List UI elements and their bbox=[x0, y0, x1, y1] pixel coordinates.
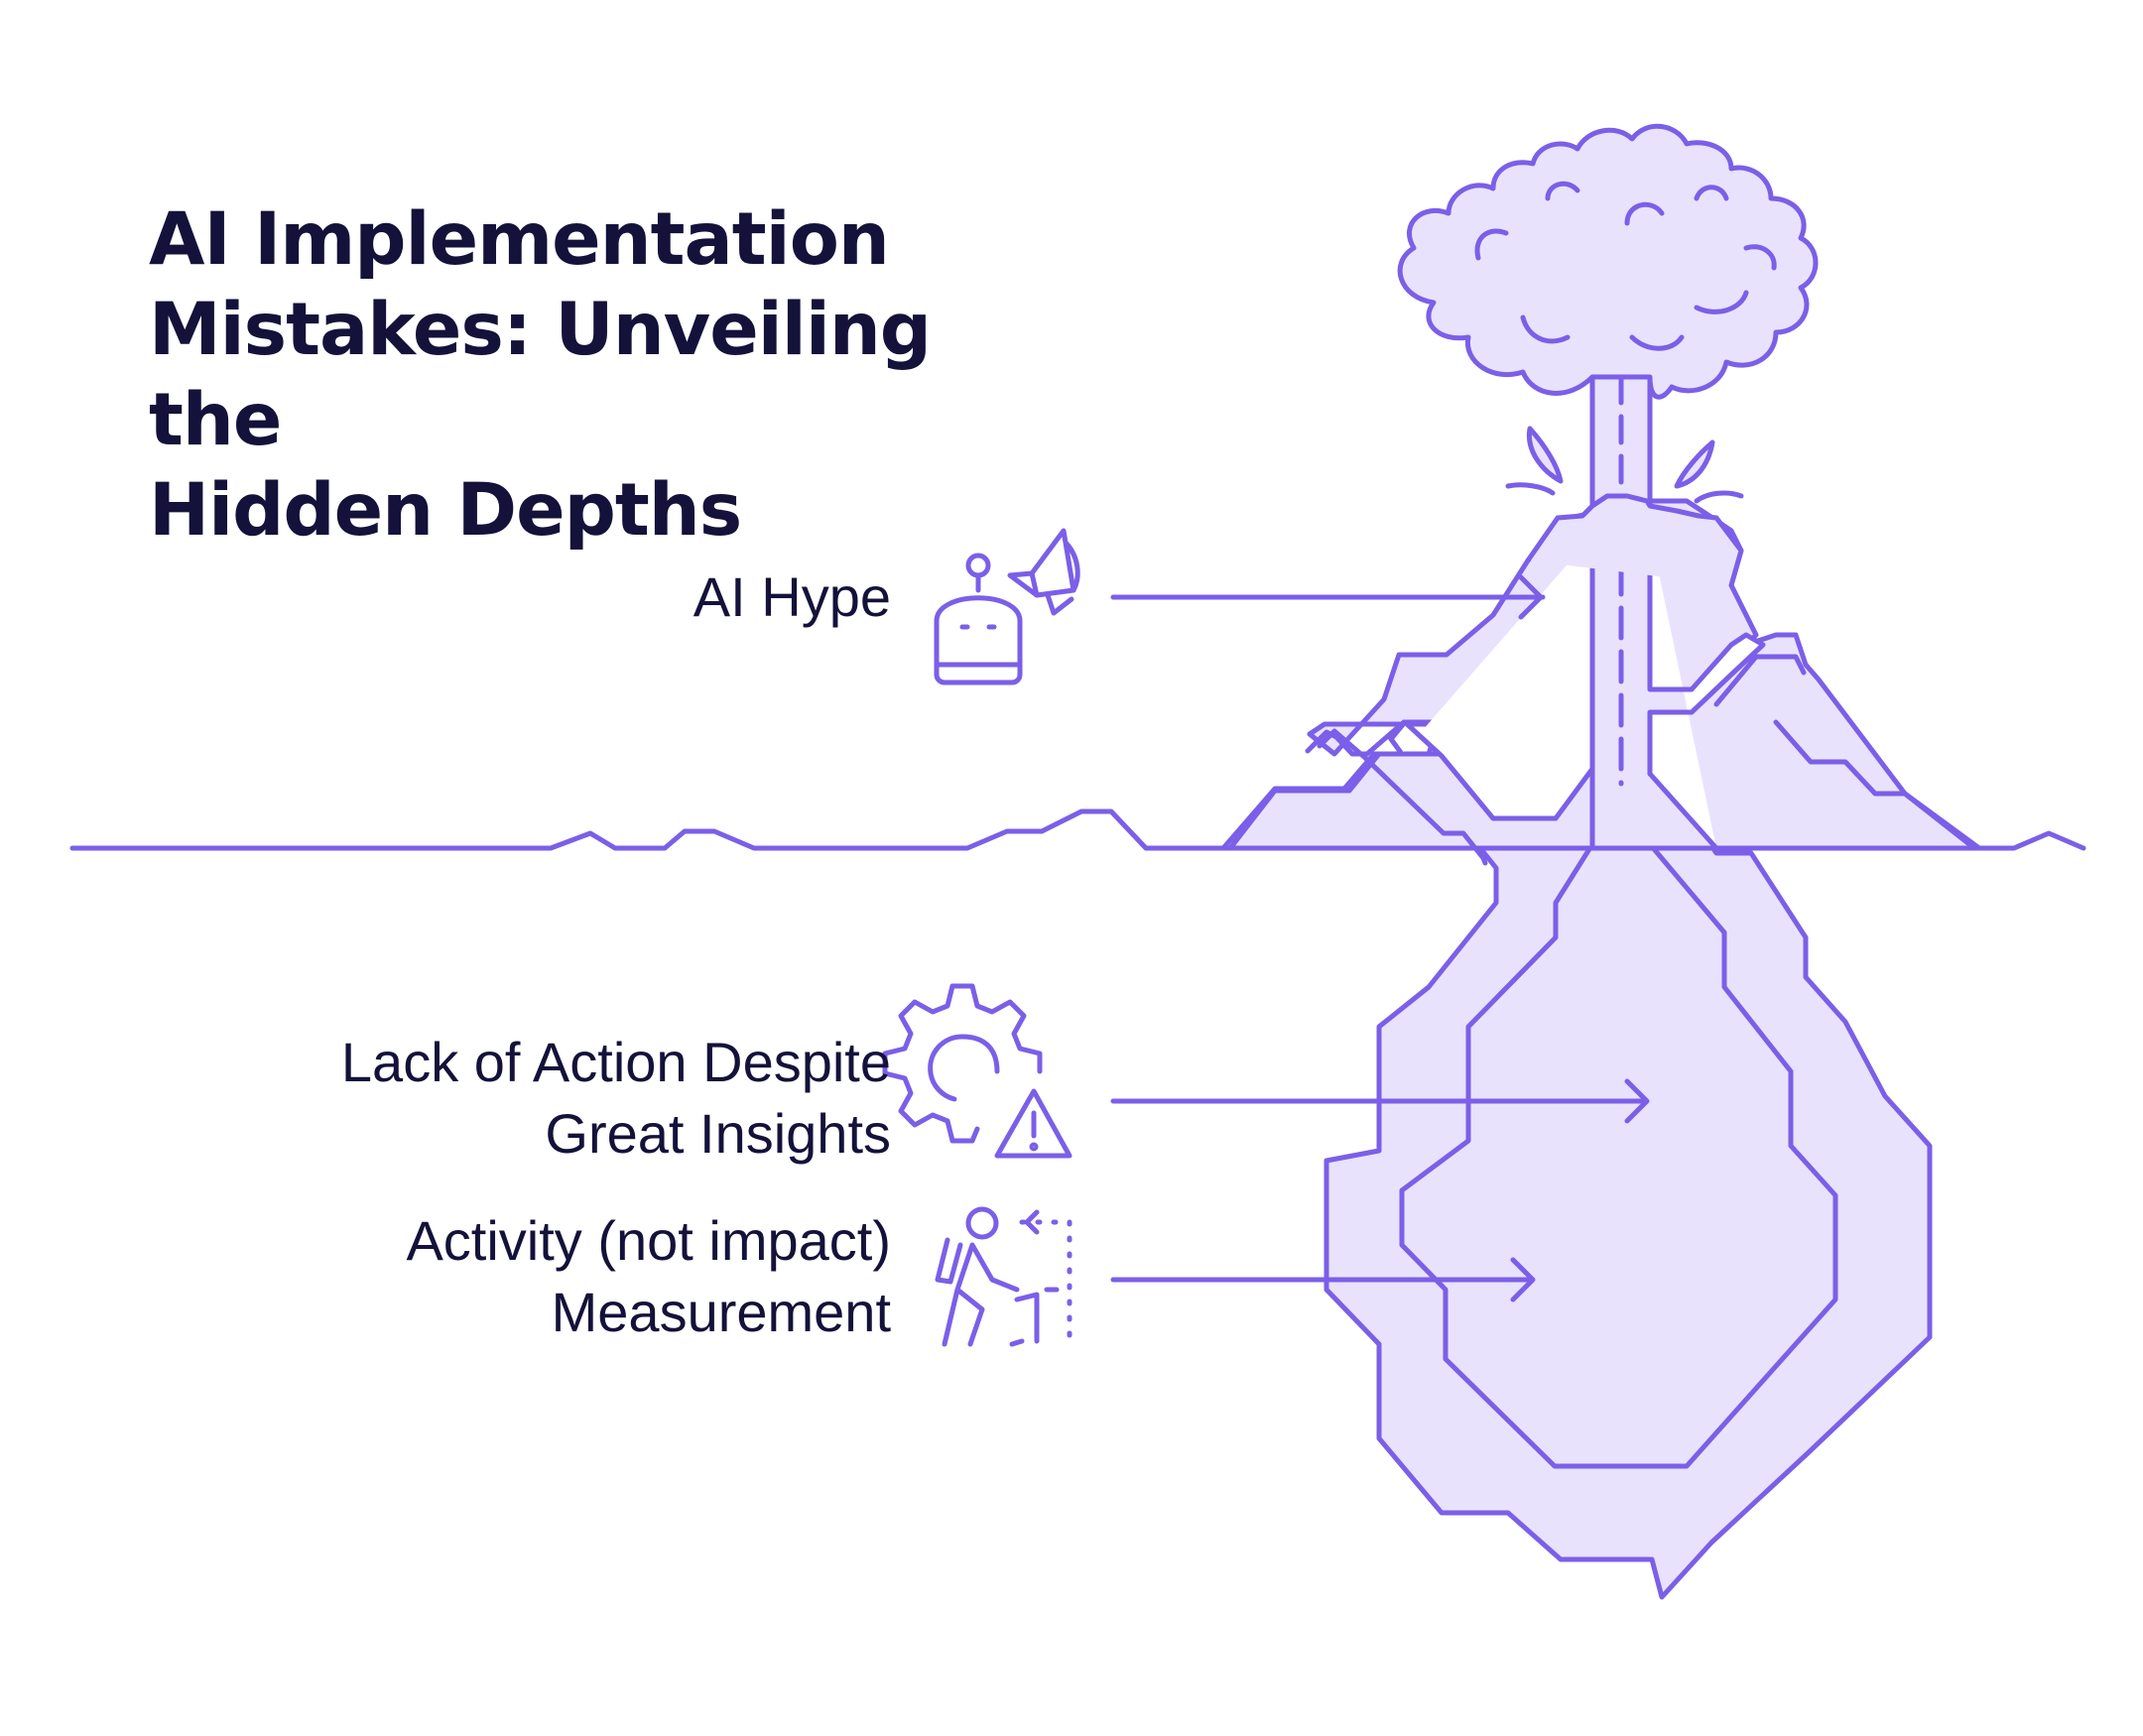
label-activity-line-2: Measurement bbox=[276, 1277, 891, 1348]
title-line-2: Mistakes: Unveiling the bbox=[149, 285, 1042, 465]
arrow-ai-hype bbox=[1113, 577, 1543, 617]
splash-right-2 bbox=[1697, 493, 1741, 501]
page-title: AI Implementation Mistakes: Unveiling th… bbox=[149, 194, 1042, 556]
title-line-3: Hidden Depths bbox=[149, 465, 1042, 556]
label-lack-of-action-line-2: Great Insights bbox=[276, 1098, 891, 1170]
splash-left-1 bbox=[1529, 429, 1561, 481]
label-ai-hype-line-1: AI Hype bbox=[276, 561, 891, 633]
label-lack-of-action-line-1: Lack of Action Despite bbox=[276, 1027, 891, 1098]
label-activity-measurement: Activity (not impact) Measurement bbox=[276, 1205, 891, 1348]
gear-warning-icon bbox=[885, 986, 1070, 1156]
hiker-signpost-icon bbox=[938, 1209, 1070, 1344]
title-line-1: AI Implementation bbox=[149, 194, 1042, 285]
eruption-cloud bbox=[1400, 126, 1816, 397]
label-activity-line-1: Activity (not impact) bbox=[276, 1205, 891, 1277]
splash-right-1 bbox=[1677, 442, 1712, 486]
splash-left-2 bbox=[1508, 485, 1553, 493]
label-ai-hype: AI Hype bbox=[276, 561, 891, 633]
label-lack-of-action: Lack of Action Despite Great Insights bbox=[276, 1027, 891, 1170]
